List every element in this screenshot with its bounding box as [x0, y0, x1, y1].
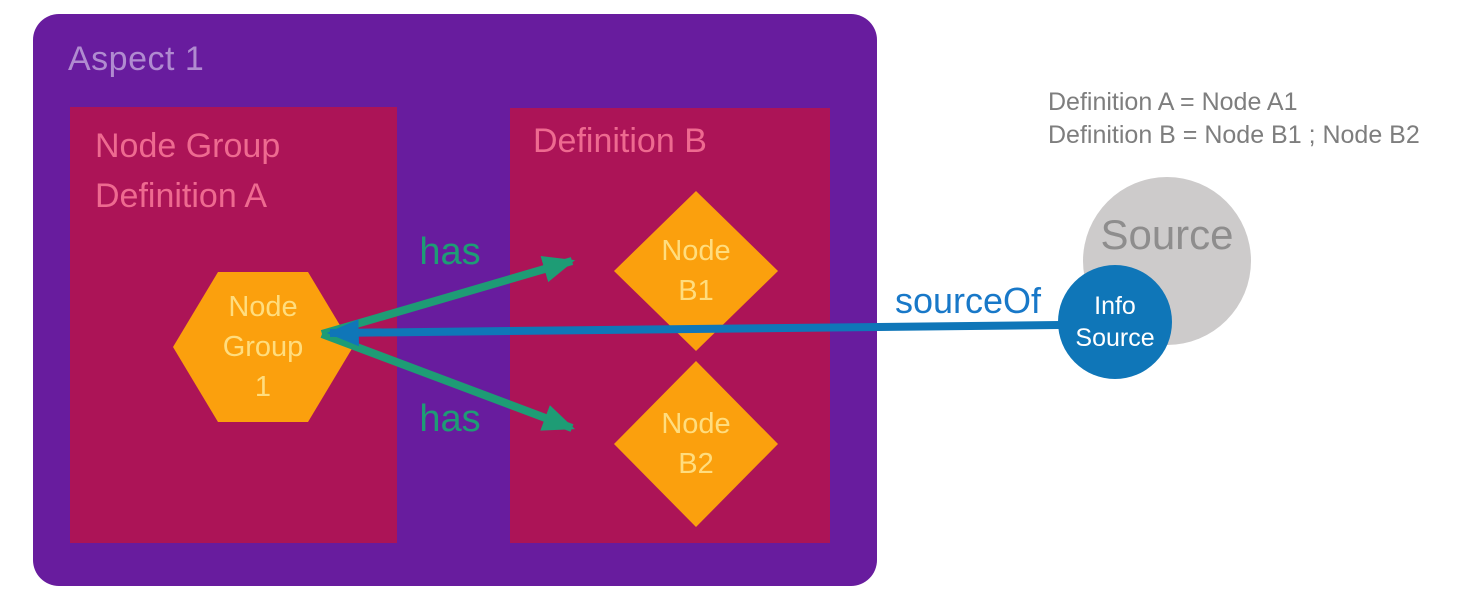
note-line-1: Definition A = Node A1 [1048, 88, 1298, 116]
definition-a-title: Node Group Definition A [95, 127, 281, 215]
hexagon-node-label: Node Group 1 [222, 290, 304, 403]
info-source-label: Info Source [1075, 291, 1155, 353]
definition-notes: Definition A = Node A1 Definition B = No… [1048, 86, 1420, 152]
diamond-node-b2-label: Node B2 [661, 407, 731, 480]
aspect-title: Aspect 1 [68, 40, 205, 78]
edge-label-source-of: sourceOf [894, 280, 1042, 321]
edge-label-has-upper: has [419, 231, 481, 273]
source-label: Source [1100, 211, 1234, 258]
definition-b-title: Definition B [533, 122, 707, 160]
aspect-container: Aspect 1 Node Group Definition A Definit… [33, 14, 877, 586]
note-line-2: Definition B = Node B1 ; Node B2 [1048, 121, 1420, 149]
info-source-circle: Info Source [1058, 265, 1172, 379]
diamond-node-b1-label: Node B1 [661, 234, 731, 307]
edge-label-has-lower: has [419, 398, 481, 440]
